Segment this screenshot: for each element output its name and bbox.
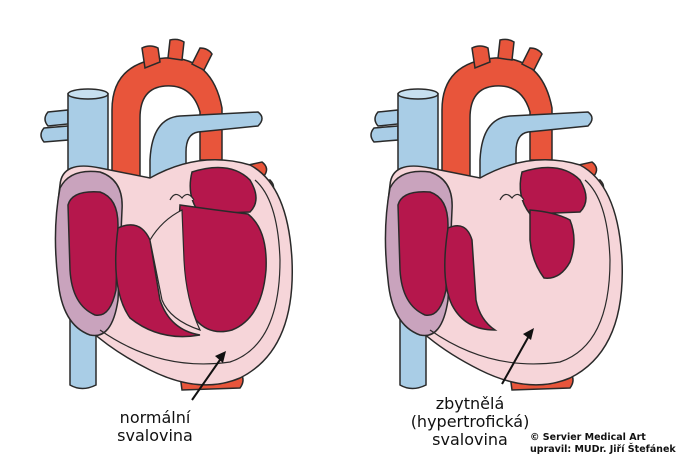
image-credit: © Servier Medical Art upravil: MUDr. Jiř… xyxy=(530,432,676,456)
hypertrophic-heart-chambers xyxy=(397,166,587,331)
hypertrophic-muscle-label: zbytnělá (hypertrofická) svalovina xyxy=(395,395,545,449)
normal-muscle-arrow xyxy=(191,351,226,401)
credit-line-1: © Servier Medical Art xyxy=(530,432,646,443)
hypertrophic-muscle-label-line1: zbytnělá xyxy=(435,394,505,413)
hypertrophic-heart xyxy=(370,38,624,391)
hypertrophic-muscle-arrow xyxy=(501,328,534,385)
normal-heart xyxy=(40,38,294,401)
normal-muscle-label-line1: normální xyxy=(119,408,191,427)
normal-muscle-label-line2: svalovina xyxy=(117,426,193,445)
credit-line-2: upravil: MUDr. Jiří Štefánek xyxy=(530,444,676,455)
hypertrophic-muscle-label-line2: (hypertrofická) xyxy=(410,412,530,431)
normal-heart-chambers xyxy=(67,166,267,338)
normal-muscle-label: normální svalovina xyxy=(100,409,210,445)
hypertrophic-muscle-label-line3: svalovina xyxy=(432,430,508,449)
